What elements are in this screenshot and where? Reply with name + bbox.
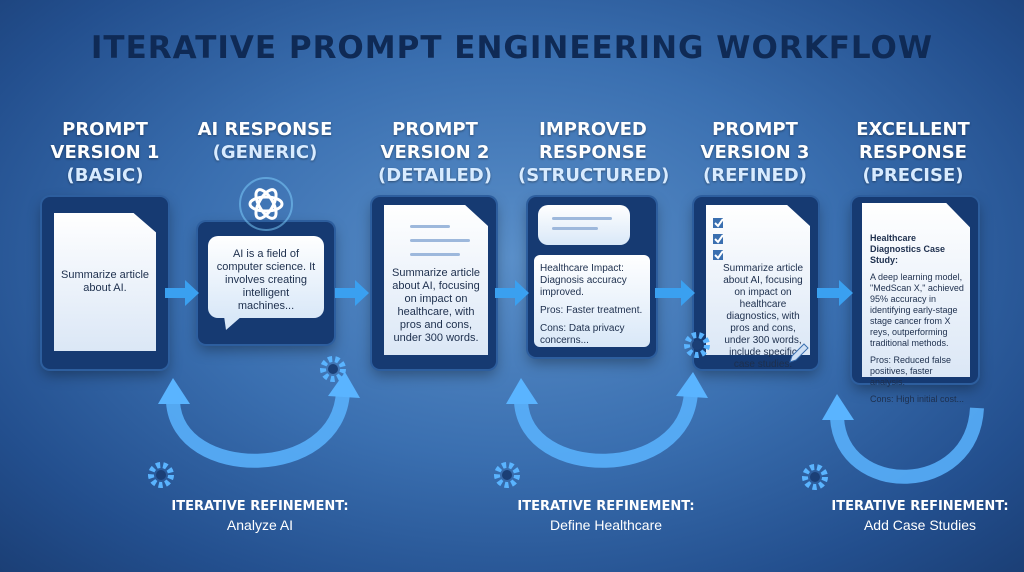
stage-4-title: IMPROVED RESPONSE (STRUCTURED) <box>518 118 670 187</box>
stage-3-panel: Summarize article about AI, focusing on … <box>372 197 496 369</box>
right-arrow-icon <box>817 280 853 306</box>
gear-icon <box>684 332 710 358</box>
bullet-2: Pros: Faster treatment. <box>540 305 643 316</box>
document-icon <box>706 205 810 355</box>
stage-2-panel: AI is a field of computer science. It in… <box>198 222 334 344</box>
stage-3-title: PROMPT VERSION 2 (DETAILED) <box>360 118 510 187</box>
stage-5-line3: (REFINED) <box>703 165 807 186</box>
document-icon <box>862 203 970 377</box>
checklist-icon <box>713 218 724 260</box>
stage-3-line3: (DETAILED) <box>378 165 492 186</box>
stage-5-text: Summarize article about AI, focusing on … <box>722 263 804 370</box>
stage-4-line2: RESPONSE <box>539 142 647 163</box>
loop-arrow-icon <box>822 394 984 484</box>
doc-line <box>410 239 470 242</box>
stage-2-title: AI RESPONSE (GENERIC) <box>190 118 340 164</box>
bullet-3: Cons: High initial cost... <box>870 394 965 404</box>
stage-6-line1: EXCELLENT <box>856 119 970 140</box>
pencil-icon <box>789 343 809 363</box>
bullet-1: Healthcare Impact: Diagnosis accuracy im… <box>540 263 627 298</box>
stage-5-line1: PROMPT <box>712 119 798 140</box>
bullet-3: Cons: Data privacy concerns... <box>540 323 625 346</box>
stage-1-line2: VERSION 1 <box>50 142 160 163</box>
refinement-2-detail: Define Healthcare <box>549 517 663 533</box>
stage-5-line2: VERSION 3 <box>700 142 810 163</box>
stage-1-line1: PROMPT <box>62 119 148 140</box>
stage-3-line2: VERSION 2 <box>380 142 490 163</box>
doc-line <box>410 253 460 256</box>
stage-4-bullets: Healthcare Impact: Diagnosis accuracy im… <box>540 263 644 353</box>
stage-1-title: PROMPT VERSION 1 (BASIC) <box>30 118 180 187</box>
page-title: ITERATIVE PROMPT ENGINEERING WORKFLOW <box>90 30 934 66</box>
stage-4-line1: IMPROVED <box>539 119 647 140</box>
refinement-3: ITERATIVE REFINEMENT: Add Case Studies <box>820 498 1020 534</box>
stage-1-panel: Summarize article about AI. <box>42 197 168 369</box>
bubble-line <box>552 227 598 230</box>
stage-6-line2: RESPONSE <box>859 142 967 163</box>
stage-3-line1: PROMPT <box>392 119 478 140</box>
speech-bubble-icon <box>538 205 630 245</box>
stage-6-content: Healthcare Diagnostics Case Study: A dee… <box>870 233 966 411</box>
document-icon <box>384 205 488 355</box>
loop-arrow-icon <box>506 372 708 468</box>
document-icon <box>54 213 156 351</box>
gear-icon <box>802 464 828 490</box>
refinement-1-detail: Analyze AI <box>226 517 294 533</box>
stage-2-line2: (GENERIC) <box>212 142 318 163</box>
stage-1-text: Summarize article about AI. <box>60 269 150 294</box>
bullet-1: A deep learning model, "MedScan X," achi… <box>870 272 964 348</box>
stage-6-title: EXCELLENT RESPONSE (PRECISE) <box>838 118 988 187</box>
speech-bubble-icon <box>208 236 324 318</box>
right-arrow-icon <box>165 280 199 306</box>
stage-2-line1: AI RESPONSE <box>197 119 333 140</box>
bubble-tail <box>224 316 242 330</box>
stage-6-panel: Healthcare Diagnostics Case Study: A dee… <box>852 197 978 404</box>
bubble-line <box>552 217 612 220</box>
refinement-1-label: ITERATIVE REFINEMENT: <box>171 499 349 514</box>
refinement-3-label: ITERATIVE REFINEMENT: <box>831 499 1009 514</box>
right-arrow-icon <box>655 280 695 306</box>
refinement-3-detail: Add Case Studies <box>863 517 977 533</box>
stage-3-text: Summarize article about AI, focusing on … <box>391 267 481 344</box>
stage-1-line3: (BASIC) <box>66 165 144 186</box>
refinement-2-label: ITERATIVE REFINEMENT: <box>517 499 695 514</box>
case-study-heading: Healthcare Diagnostics Case Study: <box>870 233 946 265</box>
gear-icon <box>148 462 174 488</box>
stage-5-title: PROMPT VERSION 3 (REFINED) <box>680 118 830 187</box>
response-card <box>534 255 650 347</box>
gear-icon <box>320 356 346 382</box>
stage-2-text: AI is a field of computer science. It in… <box>216 248 316 312</box>
stage-5-panel: Summarize article about AI, focusing on … <box>694 197 818 370</box>
loop-arrow-icon <box>158 372 360 468</box>
refinement-2: ITERATIVE REFINEMENT: Define Healthcare <box>506 498 706 534</box>
stage-4-line3: (STRUCTURED) <box>518 165 670 186</box>
gear-icon <box>494 462 520 488</box>
bullet-2: Pros: Reduced false positives, faster an… <box>870 355 952 387</box>
right-arrow-icon <box>495 280 529 306</box>
doc-line <box>410 225 450 228</box>
ai-logo-icon <box>239 177 293 231</box>
stage-6-line3: (PRECISE) <box>862 165 964 186</box>
right-arrow-icon <box>335 280 369 306</box>
refinement-1: ITERATIVE REFINEMENT: Analyze AI <box>160 498 360 534</box>
stage-4-panel: Healthcare Impact: Diagnosis accuracy im… <box>528 197 656 357</box>
